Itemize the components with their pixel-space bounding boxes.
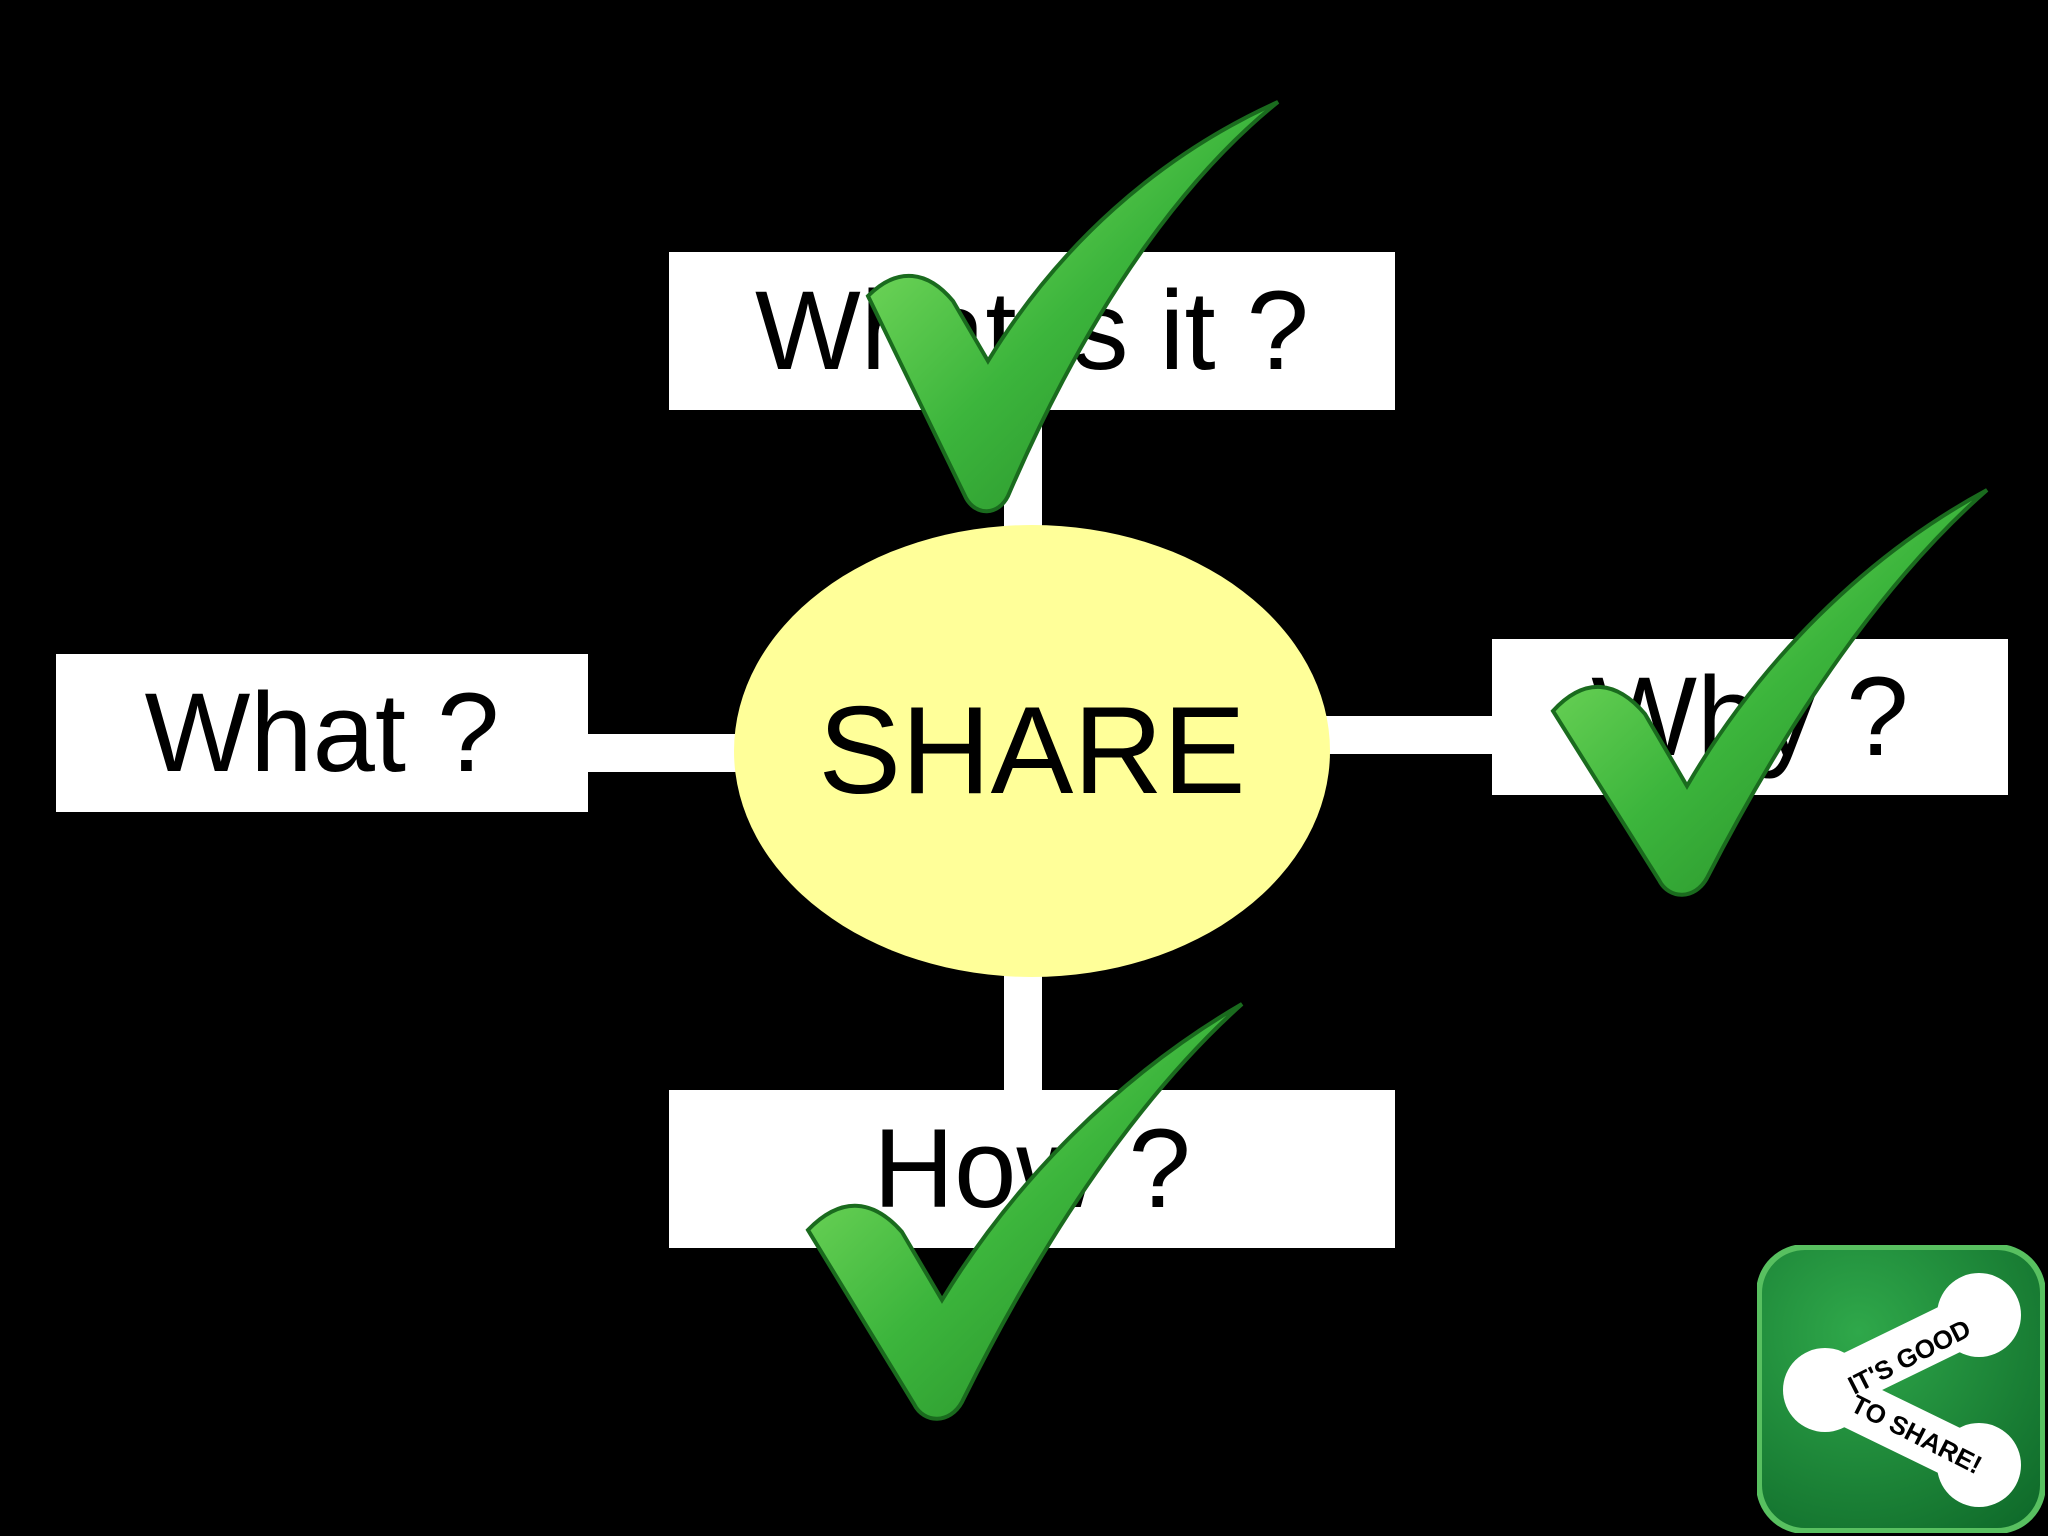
connector-bottom bbox=[1004, 972, 1042, 1094]
its-good-to-share-logo: IT'S GOOD TO SHARE! bbox=[1757, 1245, 2045, 1533]
checkmark-icon-right bbox=[1550, 488, 1989, 897]
center-share-label: SHARE bbox=[818, 682, 1246, 820]
node-what: What ? bbox=[56, 654, 588, 812]
checkmark-icon-bottom bbox=[805, 1002, 1244, 1421]
node-what-label: What ? bbox=[144, 670, 500, 795]
connector-right bbox=[1326, 716, 1494, 754]
connector-left bbox=[586, 734, 738, 772]
center-share-ellipse: SHARE bbox=[734, 525, 1330, 977]
checkmark-icon-top bbox=[865, 100, 1280, 514]
